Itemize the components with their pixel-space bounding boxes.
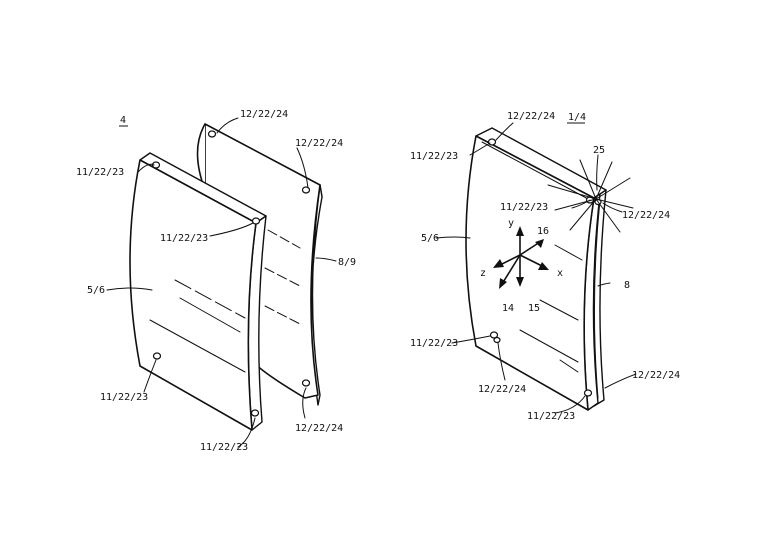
- figure-title-right: 1/4: [568, 112, 586, 123]
- hole-icon: [493, 336, 501, 344]
- label: 12/22/24: [295, 138, 343, 149]
- front-panel-5-6: [129, 152, 267, 431]
- label: 11/22/23: [160, 233, 208, 244]
- hole-icon: [583, 389, 593, 397]
- label: 11/22/23: [410, 151, 458, 162]
- hole-icon: [487, 138, 497, 146]
- label: 11/22/23: [100, 392, 148, 403]
- hole-icon: [301, 379, 311, 387]
- label: 5/6: [87, 285, 105, 296]
- label: z: [480, 268, 486, 279]
- label: 11/22/23: [500, 202, 548, 213]
- label: 12/22/24: [507, 111, 555, 122]
- label: 11/22/23: [76, 167, 124, 178]
- label: 12/22/24: [632, 370, 680, 381]
- hole-icon: [251, 217, 261, 225]
- label: 14: [502, 303, 514, 314]
- label: 11/22/23: [200, 442, 248, 453]
- leader-lines-left: [106, 117, 337, 448]
- label: y: [508, 218, 514, 229]
- label: 12/22/24: [478, 384, 526, 395]
- label: 11/22/23: [527, 411, 575, 422]
- label: 8/9: [338, 257, 356, 268]
- label: 12/22/24: [295, 423, 343, 434]
- front-panel: [465, 127, 607, 411]
- label: 12/22/24: [622, 210, 670, 221]
- label: 11/22/23: [410, 338, 458, 349]
- label: 12/22/24: [240, 109, 288, 120]
- hole-icon: [301, 186, 311, 194]
- coordinate-axes: [493, 226, 549, 289]
- label: 16: [537, 226, 549, 237]
- label: 8: [624, 280, 630, 291]
- back-panel-8-9: [196, 123, 323, 406]
- label: x: [557, 268, 563, 279]
- hole-icon: [152, 352, 162, 360]
- label: 15: [528, 303, 540, 314]
- figure-left: 4 12/22/24 12/22/24 11/22/23 11/22/23 5/…: [76, 109, 356, 453]
- hole-icon: [151, 161, 161, 169]
- figure-right: 1/4 12/22/24 11/22/23 25 11/22/23 12/22/…: [410, 111, 680, 422]
- hole-icon: [207, 130, 217, 138]
- star-burst-25: [547, 159, 634, 233]
- leader-lines-right: [435, 122, 637, 414]
- figure-title-left: 4: [120, 115, 126, 126]
- label: 25: [593, 145, 605, 156]
- label: 5/6: [421, 233, 439, 244]
- hole-icon: [250, 409, 260, 417]
